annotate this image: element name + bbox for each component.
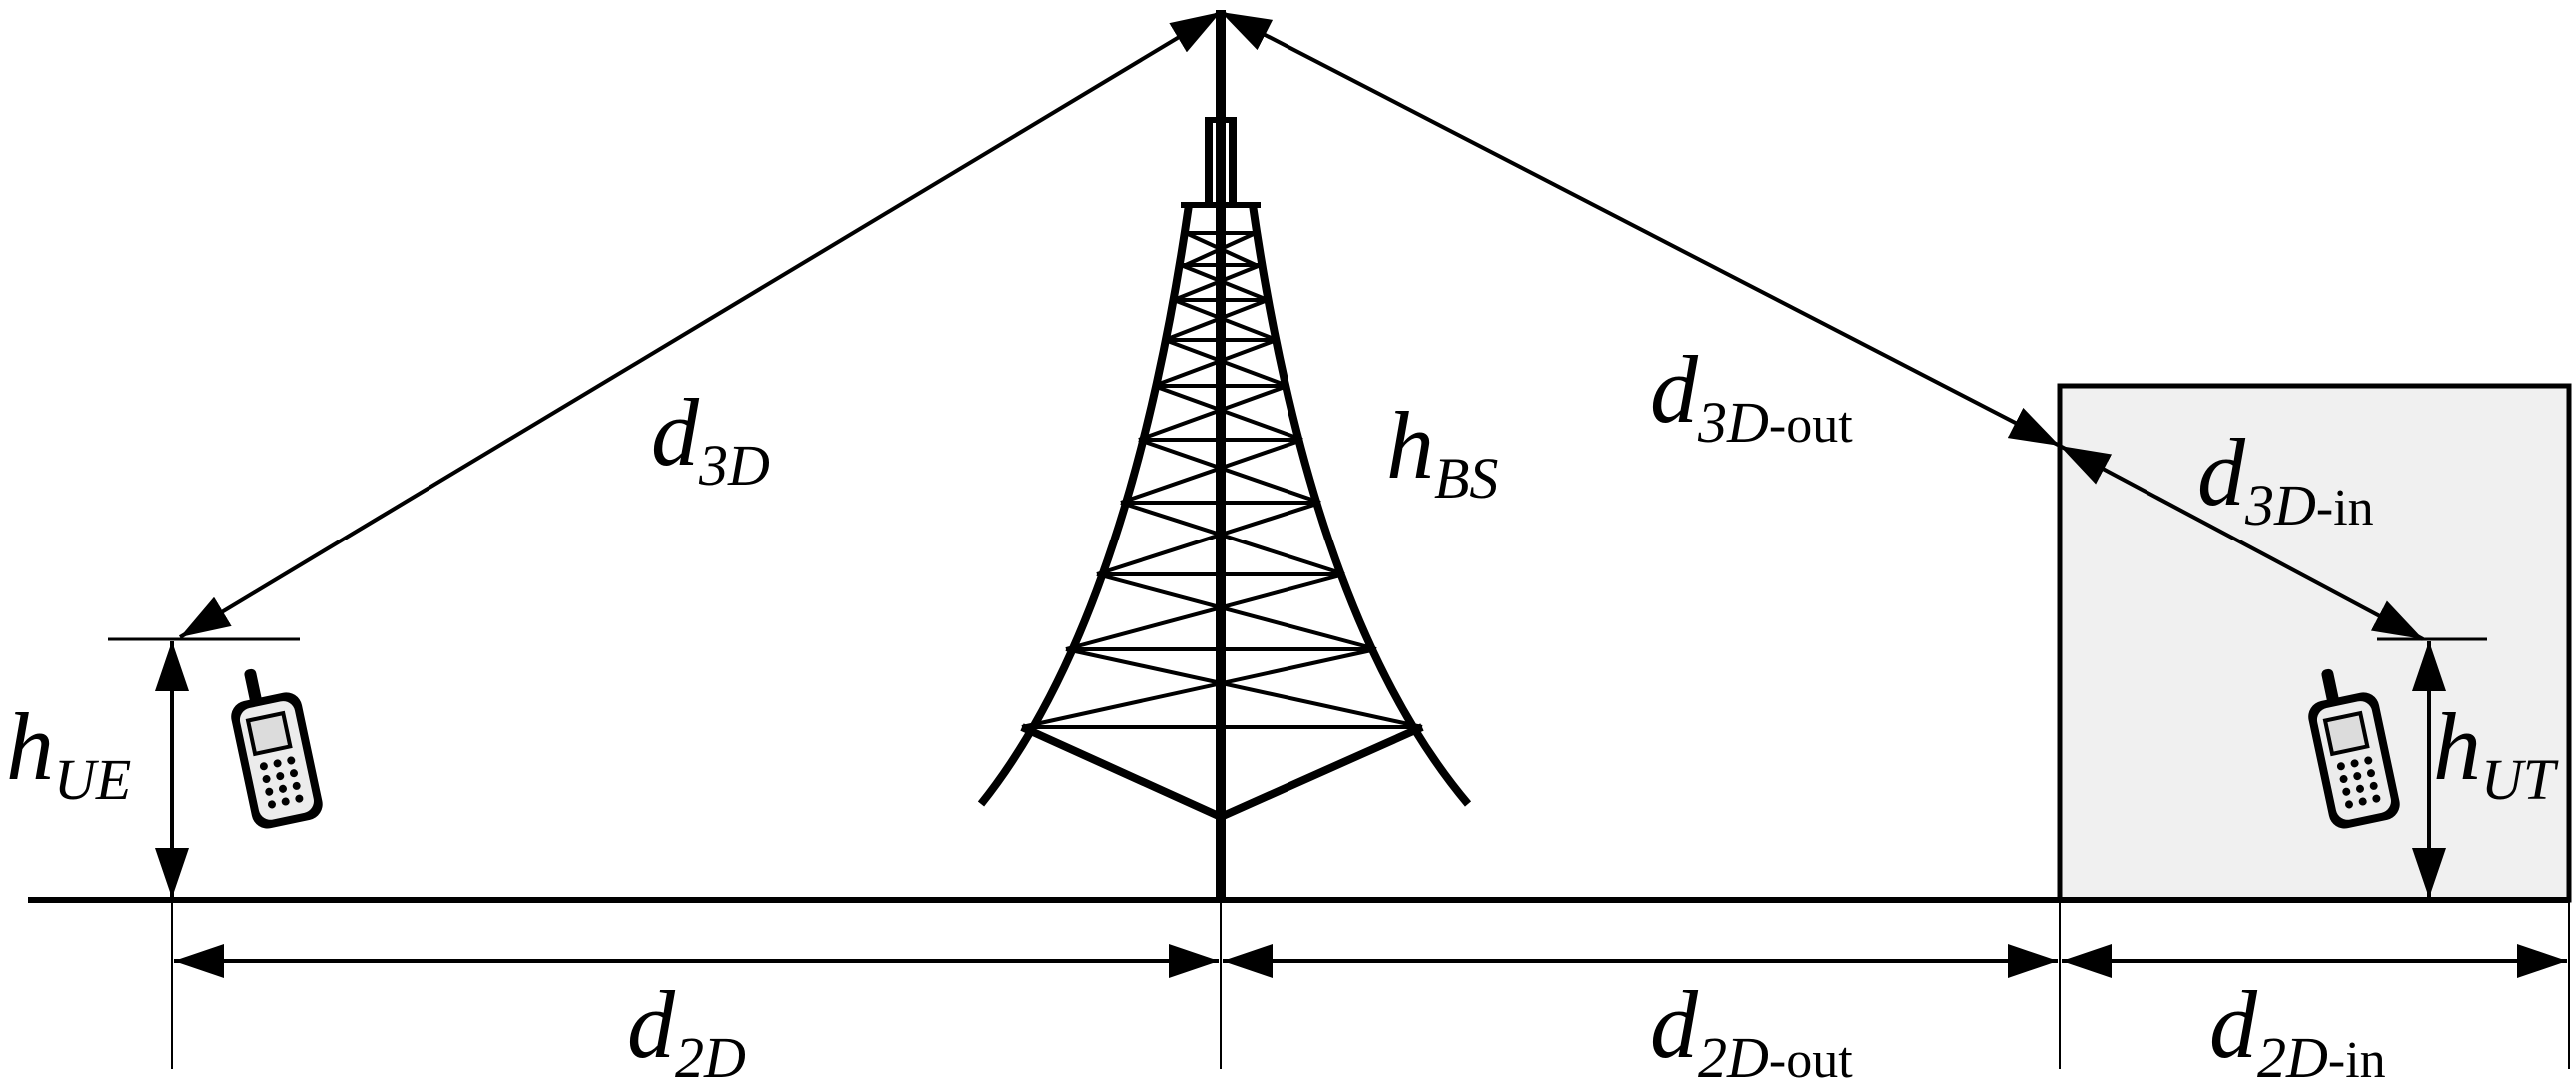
mobile-phone-icon [2308,668,2400,829]
label-d2d: d2D [627,971,746,1081]
label-d2d-in: d2D-in [2209,971,2386,1081]
building [2057,383,2572,903]
label-h-bs: hBS [1386,392,1498,511]
mobile-phone-icon [231,668,323,829]
label-h-ut: hUT [2433,693,2559,812]
d3d-arrow [178,10,1223,639]
label-h-ue: hUE [6,693,131,812]
label-d2d-out: d2D-out [1650,971,1853,1081]
d3d-out-arrow [1220,10,2061,448]
label-d3d: d3D [651,379,770,498]
label-d3d-in: d3D-in [2197,419,2374,538]
label-d3d-out: d3D-out [1650,336,1853,455]
d3d-in-arrow [2059,444,2424,641]
